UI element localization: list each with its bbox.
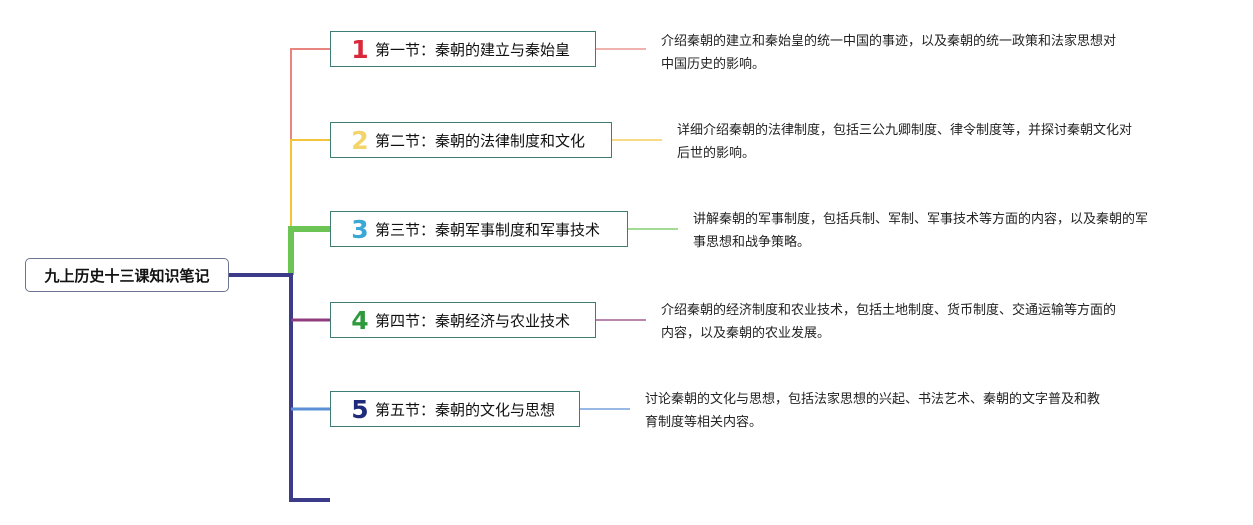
section-description-5: 讨论秦朝的文化与思想，包括法家思想的兴起、书法艺术、秦朝的文字普及和教 育制度等… <box>645 392 1101 430</box>
section-description-4: 介绍秦朝的经济制度和农业技术，包括土地制度、货币制度、交通运输等方面的 内容，以… <box>661 303 1117 341</box>
branch-line-3 <box>288 226 330 275</box>
section-number-2: 2 <box>351 125 369 155</box>
section-label-1: 第一节：秦朝的建立与秦始皇 <box>375 40 571 59</box>
section-label-3: 第三节：秦朝军事制度和军事技术 <box>375 220 601 239</box>
section-label-2: 第二节：秦朝的法律制度和文化 <box>375 131 586 150</box>
section-node-5[interactable]: 5 第五节：秦朝的文化与思想 <box>330 391 580 427</box>
section-description-3: 讲解秦朝的军事制度，包括兵制、军制、军事技术等方面的内容，以及秦朝的军 事思想和… <box>693 212 1149 250</box>
section-label-4: 第四节：秦朝经济与农业技术 <box>375 311 571 330</box>
section-number-5: 5 <box>351 394 369 424</box>
section-number-4: 4 <box>351 305 369 335</box>
branch-line-2 <box>290 139 330 229</box>
section-label-5: 第五节：秦朝的文化与思想 <box>375 400 556 419</box>
section-node-2[interactable]: 2 第二节：秦朝的法律制度和文化 <box>330 122 612 158</box>
trunk-line <box>229 273 330 502</box>
root-topic[interactable]: 九上历史十三课知识笔记 <box>25 258 229 292</box>
section-description-2: 详细介绍秦朝的法律制度，包括三公九卿制度、律令制度等，并探讨秦朝文化对 后世的影… <box>677 123 1133 161</box>
section-number-3: 3 <box>351 214 369 244</box>
section-number-1: 1 <box>351 34 369 64</box>
root-title: 九上历史十三课知识笔记 <box>44 266 210 285</box>
section-node-4[interactable]: 4 第四节：秦朝经济与农业技术 <box>330 302 596 338</box>
section-description-1: 介绍秦朝的建立和秦始皇的统一中国的事迹，以及秦朝的统一政策和法家思想对 中国历史… <box>661 34 1117 72</box>
section-node-3[interactable]: 3 第三节：秦朝军事制度和军事技术 <box>330 211 628 247</box>
section-node-1[interactable]: 1 第一节：秦朝的建立与秦始皇 <box>330 31 596 67</box>
branch-line-1 <box>290 48 330 140</box>
